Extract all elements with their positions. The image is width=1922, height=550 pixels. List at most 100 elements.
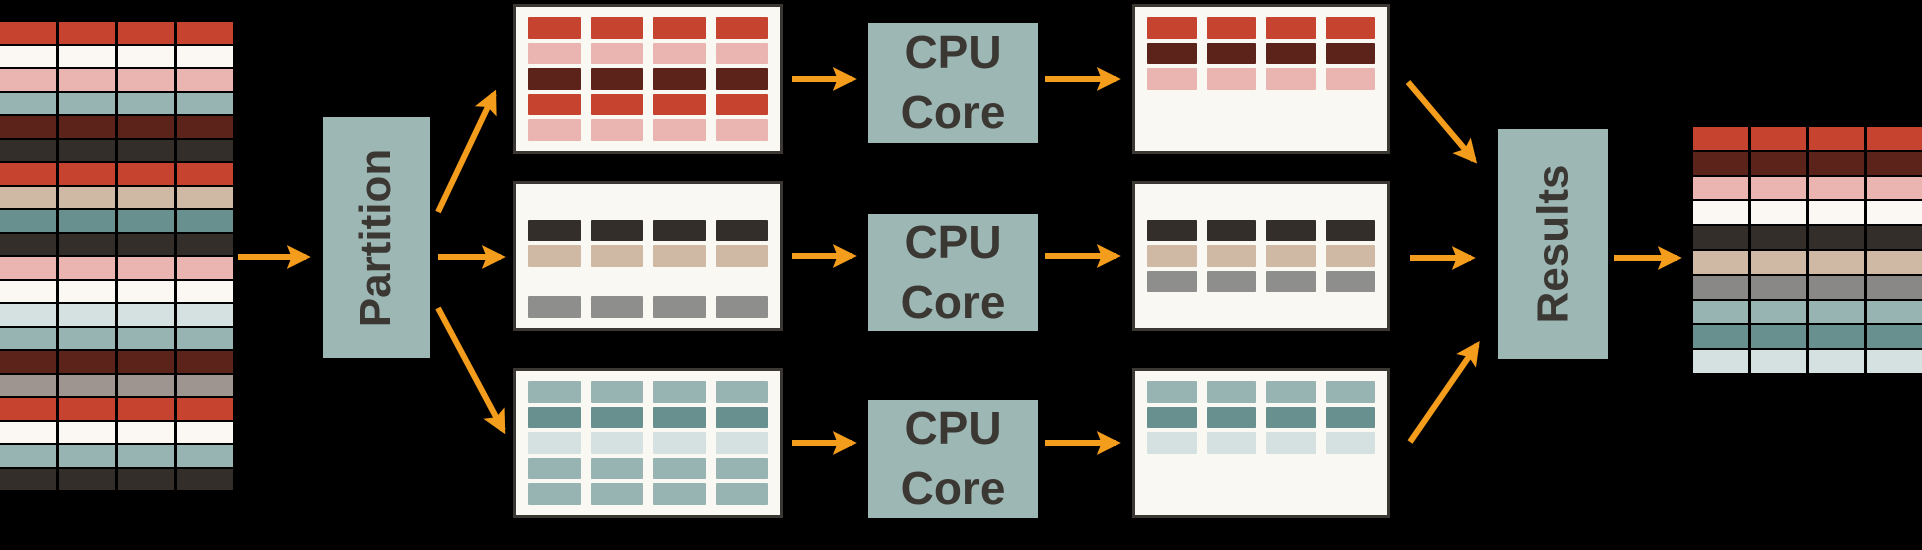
table-cell: [177, 210, 233, 232]
table-cell: [0, 22, 56, 44]
table-row: [0, 445, 233, 467]
results-box: Results: [1498, 129, 1608, 359]
table-cell: [177, 327, 233, 349]
table-cell: [177, 45, 233, 67]
table-row: [528, 432, 768, 454]
table-cell: [715, 93, 768, 116]
table-cell: [1207, 194, 1257, 216]
table-cell: [528, 68, 581, 90]
table-cell: [0, 186, 56, 208]
table-row: [1693, 300, 1922, 324]
table-cell: [177, 22, 233, 44]
table-cell: [653, 68, 706, 90]
table-cell: [1693, 201, 1748, 225]
table-cell: [1207, 483, 1257, 505]
table-cell: [0, 163, 56, 185]
table-cell: [0, 210, 56, 232]
table-cell: [1147, 94, 1197, 116]
table-cell: [0, 351, 56, 373]
table-row: [1693, 176, 1922, 200]
table-cell: [1325, 406, 1375, 429]
table-cell: [715, 457, 768, 480]
table-cell: [59, 186, 115, 208]
table-row: [0, 374, 233, 396]
table-cell: [59, 398, 115, 420]
table-cell: [715, 119, 768, 141]
table-cell: [1751, 275, 1806, 299]
table-cell: [590, 17, 643, 39]
table-cell: [1147, 42, 1197, 65]
table-cell: [1751, 325, 1806, 349]
table-cell: [118, 257, 174, 279]
table-cell: [59, 374, 115, 396]
table-cell: [528, 17, 581, 39]
table-cell: [177, 351, 233, 373]
table-cell: [118, 351, 174, 373]
table-row: [1147, 458, 1375, 480]
table-cell: [118, 327, 174, 349]
table-row: [0, 468, 233, 490]
table-cell: [653, 93, 706, 116]
table-cell: [590, 296, 643, 318]
table-cell: [1147, 219, 1197, 242]
table-cell: [177, 304, 233, 326]
table-cell: [1867, 201, 1922, 225]
table-row: [0, 351, 233, 373]
table-cell: [1693, 325, 1748, 349]
table-cell: [118, 92, 174, 114]
table-row: [1147, 483, 1375, 505]
table-cell: [118, 139, 174, 161]
table-cell: [590, 381, 643, 403]
table-cell: [59, 210, 115, 232]
table-cell: [1206, 68, 1256, 90]
table-cell: [1206, 432, 1256, 454]
arrow-result3-to-results: [1407, 341, 1480, 444]
table-cell: [653, 483, 706, 505]
table-cell: [1147, 296, 1197, 318]
table-cell: [590, 119, 643, 141]
partition-table-1: [513, 4, 783, 154]
table-cell: [0, 304, 56, 326]
table-cell: [0, 69, 56, 91]
table-cell: [528, 296, 581, 318]
table-cell: [177, 280, 233, 302]
table-cell: [1147, 68, 1197, 90]
table-row: [528, 483, 768, 505]
arrow-partition-to-table3: [435, 306, 506, 435]
table-cell: [1206, 270, 1256, 293]
table-row: [1147, 245, 1375, 267]
table-cell: [1325, 432, 1375, 454]
table-row: [1147, 432, 1375, 454]
table-cell: [590, 68, 643, 90]
table-row: [1147, 68, 1375, 90]
table-cell: [177, 421, 233, 443]
table-row: [0, 233, 233, 255]
table-cell: [1325, 42, 1375, 65]
table-cell: [1147, 194, 1197, 216]
table-cell: [590, 457, 643, 480]
partition-label: Partition: [351, 148, 401, 327]
table-row: [1147, 194, 1375, 216]
table-cell: [1147, 245, 1197, 267]
table-row: [528, 457, 768, 480]
table-cell: [528, 381, 581, 403]
table-cell: [59, 468, 115, 490]
table-cell: [1751, 176, 1806, 200]
table-cell: [528, 93, 581, 116]
table-cell: [1266, 194, 1316, 216]
table-cell: [1809, 176, 1864, 200]
table-cell: [715, 68, 768, 90]
table-cell: [1326, 296, 1376, 318]
table-cell: [59, 445, 115, 467]
table-cell: [59, 45, 115, 67]
table-cell: [591, 194, 644, 216]
table-cell: [1207, 296, 1257, 318]
table-cell: [590, 483, 643, 505]
table-cell: [1751, 151, 1806, 175]
result-table-1: [1132, 4, 1390, 154]
table-cell: [1809, 226, 1864, 249]
table-cell: [0, 421, 56, 443]
table-cell: [177, 233, 233, 255]
table-cell: [1266, 245, 1316, 267]
